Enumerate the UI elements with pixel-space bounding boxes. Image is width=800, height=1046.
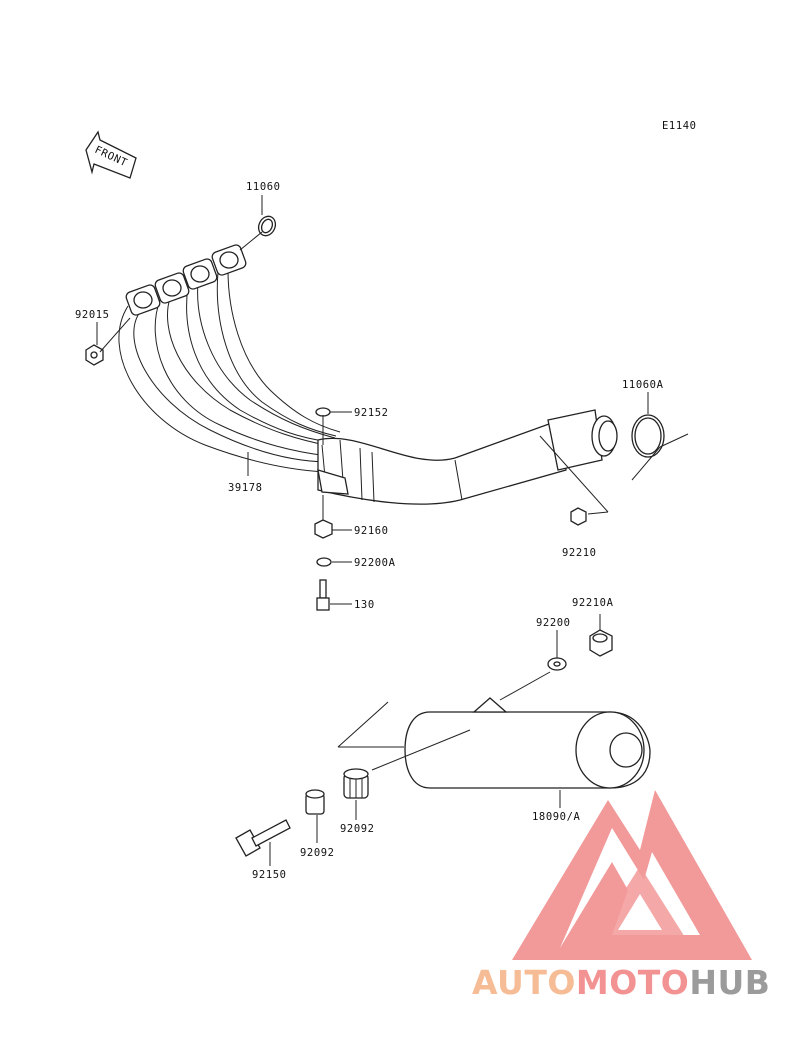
nut-92160 [314,519,333,539]
gasket-11060 [257,215,277,237]
part-label-92200A: 92200A [354,557,396,569]
part-label-39178: 39178 [228,482,263,494]
part-label-92210: 92210 [562,547,597,559]
part-label-92092-b: 92092 [340,823,375,835]
muffler-18090 [404,697,651,789]
bolt-92150 [235,819,291,857]
part-label-92152: 92152 [354,407,389,419]
header-pipe-assembly [118,244,618,505]
part-label-18090A: 18090/A [532,811,581,823]
part-label-92160: 92160 [354,525,389,537]
port-flange-1 [125,284,161,316]
part-label-92015: 92015 [75,309,110,321]
part-label-130: 130 [354,599,375,611]
leader-lines [96,195,689,866]
front-arrow-icon: FRONT [85,130,137,179]
part-label-92092-a: 92092 [300,847,335,859]
part-label-11060A: 11060A [622,379,664,391]
part-label-92200: 92200 [536,617,571,629]
gasket-11060A [631,414,665,458]
part-label-11060: 11060 [246,181,281,193]
washer-92200A [316,557,332,567]
nut-92015 [85,344,104,366]
diagram-code: E1140 [662,120,697,132]
nut-92210 [570,507,587,526]
washer-92200 [547,657,567,671]
washer-92152 [315,407,331,417]
bolt-130 [316,579,330,611]
part-label-92210A: 92210A [572,597,614,609]
grommet-92092-a [305,789,325,815]
nut-92210A [589,629,613,657]
watermark-text: AUTOMOTOHUB [472,963,770,1002]
automotohub-logo-icon [512,790,752,960]
port-flange-3 [182,258,218,290]
port-flange-2 [154,272,190,304]
grommet-92092-b [343,768,369,799]
port-flange-4 [211,244,247,276]
part-label-92150: 92150 [252,869,287,881]
